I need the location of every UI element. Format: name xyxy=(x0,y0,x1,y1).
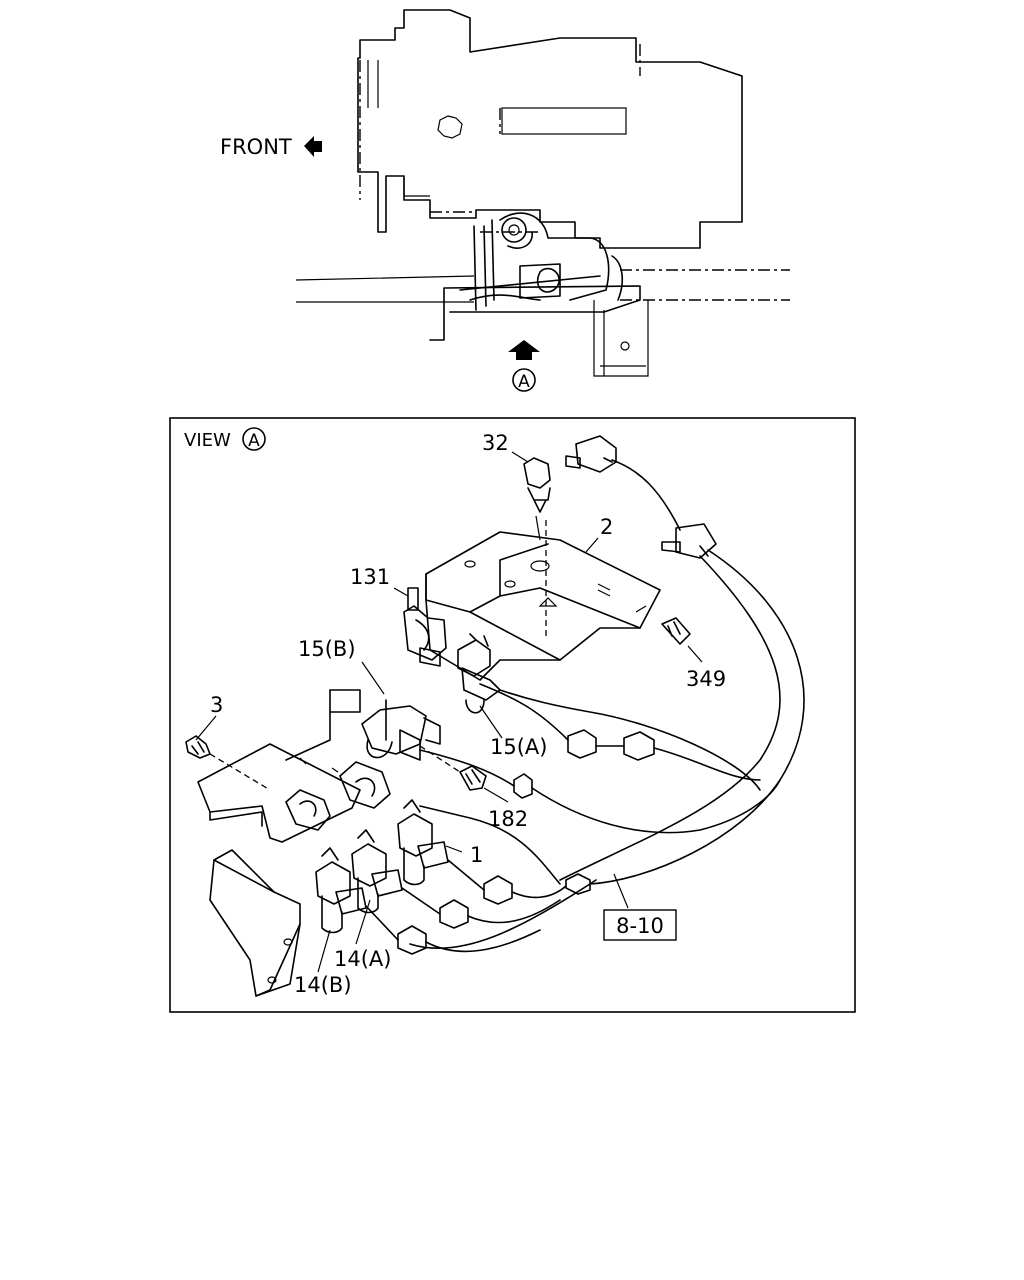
engine-nut xyxy=(437,115,463,139)
leader-1 xyxy=(445,845,463,853)
front-label: FRONT xyxy=(220,135,292,159)
solenoid-14a xyxy=(351,843,387,887)
leader-3 xyxy=(195,715,217,741)
callout-8-10: 8-10 xyxy=(616,914,664,938)
frame-rail-right xyxy=(620,269,790,301)
leader-14b xyxy=(317,929,331,973)
connector-top-2 xyxy=(675,523,717,559)
leader-14a xyxy=(355,899,371,945)
callout-2: 2 xyxy=(600,515,613,539)
front-arrow-icon xyxy=(304,136,322,157)
leader-32 xyxy=(511,451,529,463)
leader-8-10 xyxy=(613,873,629,909)
callout-14a: 14(A) xyxy=(334,947,391,971)
valve-15b xyxy=(361,705,427,755)
solenoid-14b xyxy=(315,861,351,905)
view-title: VIEW xyxy=(184,430,231,451)
frame-rail-left xyxy=(295,275,475,303)
leader-182 xyxy=(483,787,509,803)
callout-15b: 15(B) xyxy=(298,637,356,661)
solenoid-1 xyxy=(397,813,433,857)
callout-14b: 14(B) xyxy=(294,973,352,997)
detail-drawing xyxy=(185,435,805,997)
leader-15b xyxy=(361,661,385,695)
callout-15a: 15(A) xyxy=(490,735,547,759)
connector-mid-1 xyxy=(567,729,597,759)
connector-8-10 xyxy=(565,873,591,895)
crossmember xyxy=(593,300,649,377)
callout-3: 3 xyxy=(210,693,223,717)
harness-right xyxy=(589,549,805,885)
leader-349 xyxy=(687,645,703,663)
view-a-marker-letter: A xyxy=(518,372,530,392)
connector-low-1 xyxy=(483,875,513,905)
shield-bracket xyxy=(209,859,301,997)
top-bracket xyxy=(429,285,641,341)
detail-frame xyxy=(169,417,856,1013)
view-title-marker xyxy=(242,427,266,451)
top-engine-view xyxy=(295,9,790,392)
view-a-marker xyxy=(512,368,536,392)
valve-131 xyxy=(403,605,447,661)
callout-32: 32 xyxy=(482,431,509,455)
connector-mid-3 xyxy=(513,773,533,799)
bolt-349 xyxy=(661,617,691,645)
callout-349: 349 xyxy=(686,667,726,691)
callout-1: 1 xyxy=(470,843,483,867)
callout-8-10-box xyxy=(603,909,677,941)
leader-15a xyxy=(479,705,503,739)
connector-top-1 xyxy=(575,435,617,473)
bolt-182 xyxy=(459,765,487,791)
callout-182: 182 xyxy=(488,807,528,831)
clip-32 xyxy=(523,457,551,489)
leader-131 xyxy=(393,587,409,597)
callout-131: 131 xyxy=(350,565,390,589)
leader-2 xyxy=(585,537,599,553)
engine-outline xyxy=(357,9,743,249)
engine-plate xyxy=(501,107,627,135)
support-plate xyxy=(197,743,361,843)
top-sensor xyxy=(501,217,527,243)
bracket-2 xyxy=(425,531,661,681)
connector-low-2 xyxy=(439,899,469,929)
connector-low-3 xyxy=(397,925,427,955)
connector-mid-2 xyxy=(623,731,655,761)
view-direction-arrow-icon xyxy=(508,340,540,360)
view-title-marker-letter: A xyxy=(248,431,260,451)
